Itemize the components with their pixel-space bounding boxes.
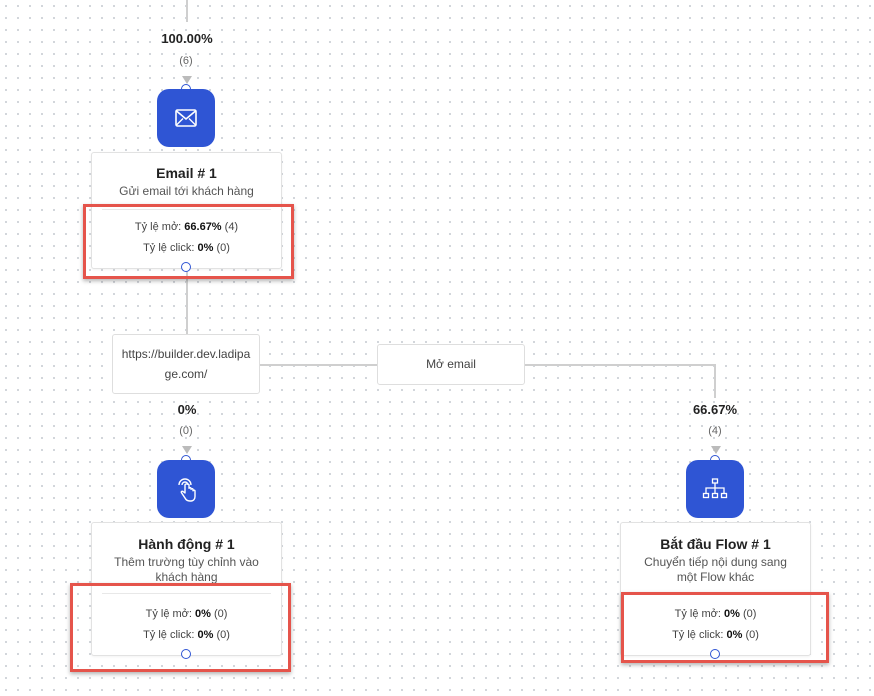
flow-open-count: (0): [742, 608, 757, 620]
connector-right-down: [714, 364, 716, 398]
touch-icon: [178, 478, 196, 502]
email-node-card[interactable]: Email # 1 Gửi email tới khách hàng Tỷ lệ…: [91, 152, 282, 269]
email-open-count: (4): [224, 221, 239, 233]
action-open-rate: Tỷ lệ mở: 0% (0): [92, 608, 281, 620]
flow-open-rate: Tỷ lệ mở: 0% (0): [621, 608, 810, 620]
action-node-divider: [102, 593, 271, 594]
sitemap-icon: [702, 478, 728, 499]
email-open-rate: Tỷ lệ mở: 66.67% (4): [92, 221, 281, 233]
flow-click-value: 0%: [726, 629, 743, 641]
email-output-port[interactable]: [181, 262, 191, 272]
action-stats-highlight: [70, 583, 291, 672]
branch-link-label[interactable]: https://builder.dev.ladipage.com/: [112, 334, 260, 394]
flow-output-port[interactable]: [710, 649, 720, 659]
flow-node-icon-box[interactable]: [686, 460, 744, 518]
flow-node-title: Bắt đầu Flow # 1: [660, 536, 771, 552]
branch-link-text: https://builder.dev.ladipage.com/: [121, 347, 251, 381]
connector-top: [186, 0, 188, 22]
flow-click-count: (0): [745, 629, 759, 641]
action-output-port[interactable]: [181, 649, 191, 659]
flow-count: (4): [708, 425, 722, 437]
action-click-value: 0%: [197, 629, 214, 641]
flow-click-label: Tỷ lệ click:: [672, 629, 724, 641]
email-open-value: 66.67%: [184, 221, 222, 233]
mail-icon: [175, 109, 197, 127]
flow-open-value: 0%: [723, 608, 740, 620]
flow-open-label: Tỷ lệ mở:: [674, 608, 721, 620]
email-node-icon-box[interactable]: [157, 89, 215, 147]
email-click-value: 0%: [197, 242, 214, 254]
email-click-rate: Tỷ lệ click: 0% (0): [92, 242, 281, 254]
email-node-title: Email # 1: [156, 165, 217, 181]
action-node-card[interactable]: Hành động # 1 Thêm trường tùy chỉnh vào …: [91, 522, 282, 656]
action-open-label: Tỷ lệ mở:: [145, 608, 192, 620]
action-node-icon-box[interactable]: [157, 460, 215, 518]
action-click-count: (0): [216, 629, 230, 641]
email-percent: 100.00%: [161, 31, 213, 46]
action-open-value: 0%: [194, 608, 211, 620]
flow-node-card[interactable]: Bắt đầu Flow # 1 Chuyển tiếp nội dung sa…: [620, 522, 811, 656]
email-node-subtitle: Gửi email tới khách hàng: [119, 184, 254, 198]
email-open-label: Tỷ lệ mở:: [134, 221, 182, 233]
email-click-count: (0): [216, 242, 230, 254]
email-click-label: Tỷ lệ click:: [143, 242, 195, 254]
branch-open-text: Mở email: [426, 357, 476, 371]
flow-node-subtitle: Chuyển tiếp nội dung sang một Flow khác: [644, 555, 787, 584]
connector-email-down: [186, 270, 188, 335]
email-stats-highlight: [83, 204, 294, 279]
email-arrow: [182, 76, 192, 84]
action-percent: 0%: [177, 402, 197, 417]
flow-percent: 66.67%: [692, 402, 738, 417]
action-click-rate: Tỷ lệ click: 0% (0): [92, 629, 281, 641]
flow-arrow: [711, 446, 721, 454]
action-count: (0): [179, 425, 193, 437]
action-click-label: Tỷ lệ click:: [143, 629, 195, 641]
flow-click-rate: Tỷ lệ click: 0% (0): [621, 629, 810, 641]
email-node-divider: [102, 209, 271, 210]
action-open-count: (0): [213, 608, 228, 620]
email-count: (6): [179, 55, 193, 67]
branch-open-label[interactable]: Mở email: [377, 344, 525, 385]
action-arrow: [182, 446, 192, 454]
flow-stats-highlight: [621, 592, 829, 663]
action-node-title: Hành động # 1: [138, 536, 235, 552]
action-node-subtitle: Thêm trường tùy chỉnh vào khách hàng: [114, 555, 259, 584]
